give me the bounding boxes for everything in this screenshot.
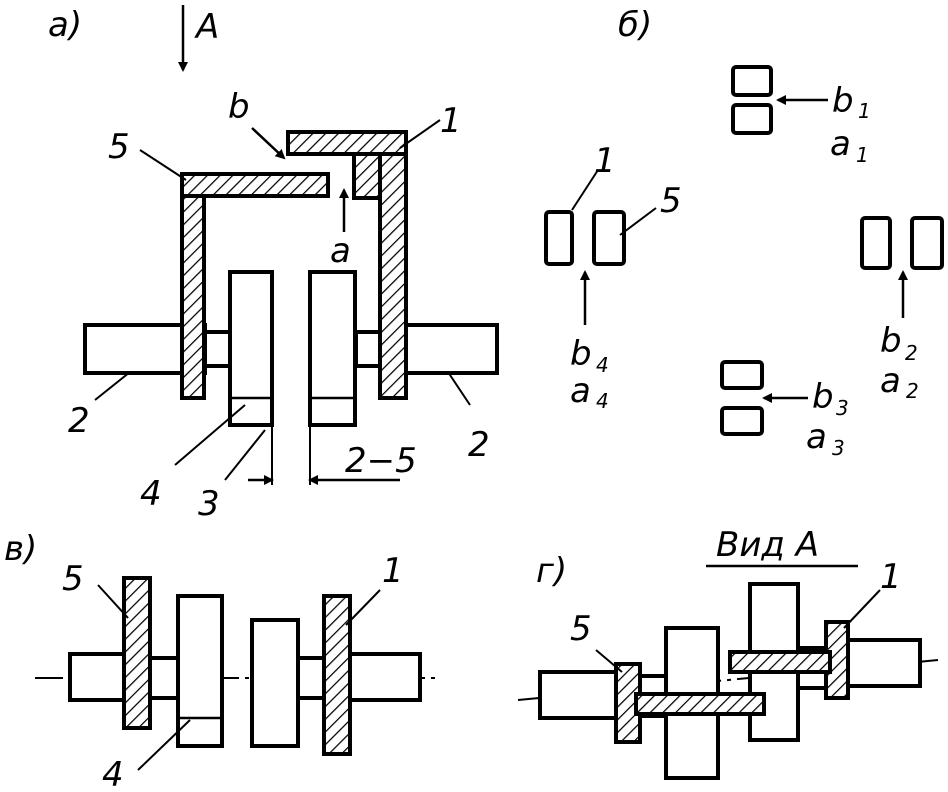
c-part-4-label: 4: [102, 755, 124, 792]
right-block-left: [860, 216, 892, 270]
panel-d: г) Вид А 5 1: [517, 525, 939, 780]
panel-c: в) 5 1 4: [4, 529, 435, 792]
panel-a: а) А a b 5 1 2 2 4: [48, 5, 499, 524]
part-2-right-label: 2: [468, 425, 490, 465]
b3-label: b: [812, 377, 834, 417]
left-shaft-hub: [203, 330, 232, 368]
leader-4: [174, 404, 246, 466]
leader-3: [224, 429, 266, 481]
left-block-5: [592, 210, 626, 266]
left-block-1: [544, 210, 574, 266]
b3-sub: 3: [836, 396, 849, 420]
b4-sub: 4: [596, 353, 609, 377]
b-part-1-label: 1: [594, 141, 616, 181]
part-5-label: 5: [108, 127, 130, 167]
part-1-label: 1: [440, 101, 462, 141]
panel-b: б) b 1 a 1 1 5 b 4 a 4 b 2 a 2 b 3 a: [544, 5, 944, 460]
panel-d-title: Вид А: [716, 525, 819, 565]
view-a-label: А: [194, 7, 219, 47]
gap-a-label: a: [330, 231, 351, 271]
b-part-5-label: 5: [660, 181, 682, 221]
c-left-shaft: [68, 652, 130, 702]
d-part-1-label: 1: [880, 557, 902, 597]
c-leader-5: [97, 584, 129, 619]
bracket-5-horizontal: [180, 172, 330, 198]
d-bracket-5-horizontal: [634, 692, 766, 716]
d-bracket-1-horizontal: [728, 650, 832, 674]
a1-sub: 1: [856, 143, 869, 167]
c-right-shaft: [346, 652, 422, 702]
part-2-left-label: 2: [68, 401, 90, 441]
a4-sub: 4: [596, 389, 609, 413]
part-3-label: 3: [198, 484, 220, 524]
c-half-coupling-right: [250, 618, 300, 748]
dimension-label: 2−5: [345, 441, 417, 481]
d-leader-5: [595, 649, 623, 673]
bracket-1-corner: [352, 152, 382, 200]
leader-2-right: [447, 371, 471, 406]
leader-5: [139, 149, 187, 181]
a4-label: a: [570, 371, 591, 411]
panel-c-label: в): [4, 529, 37, 569]
top-block-upper: [731, 65, 773, 97]
a3-label: a: [806, 417, 827, 457]
gap-b-label: b: [228, 87, 250, 127]
c-left-hub: [148, 656, 180, 700]
leader-2-left: [94, 371, 131, 401]
c-leader-4: [137, 719, 191, 771]
panel-a-label: а): [48, 5, 82, 45]
right-block-right: [910, 216, 944, 270]
c-half-coupling-4: [176, 594, 224, 748]
leader-b-5: [619, 207, 657, 236]
bottom-block-upper: [720, 360, 764, 390]
d-left-shaft: [538, 670, 620, 720]
gap-b-arrow: [251, 127, 286, 160]
bottom-block-lower: [720, 406, 764, 436]
a3-sub: 3: [832, 436, 845, 460]
d-part-5-label: 5: [570, 609, 592, 649]
c-bracket-1: [322, 594, 352, 756]
bracket-5-vertical: [180, 178, 206, 400]
a2-sub: 2: [906, 379, 919, 403]
panel-b-label: б): [618, 5, 652, 45]
bracket-1-vertical: [378, 130, 408, 400]
c-leader-1: [345, 589, 381, 626]
panel-d-label: г): [536, 551, 567, 591]
c-right-hub: [296, 656, 328, 700]
b1-label: b: [832, 81, 854, 121]
b2-label: b: [880, 321, 902, 361]
top-block-lower: [731, 103, 773, 135]
c-bracket-5: [122, 576, 152, 730]
leader-b-1: [571, 169, 599, 211]
c-part-5-label: 5: [62, 559, 84, 599]
b2-sub: 2: [905, 341, 918, 365]
b1-sub: 1: [858, 99, 871, 123]
d-leader-1: [843, 589, 881, 629]
part-4-label: 4: [140, 474, 162, 514]
a1-label: a: [830, 124, 851, 164]
b4-label: b: [570, 334, 592, 374]
half-coupling-left: [228, 270, 274, 427]
half-coupling-right: [308, 270, 357, 427]
a2-label: a: [880, 361, 901, 401]
d-right-shaft: [846, 638, 922, 688]
c-part-1-label: 1: [382, 551, 404, 591]
leader-1: [399, 119, 441, 149]
bracket-1-horizontal: [286, 130, 408, 156]
